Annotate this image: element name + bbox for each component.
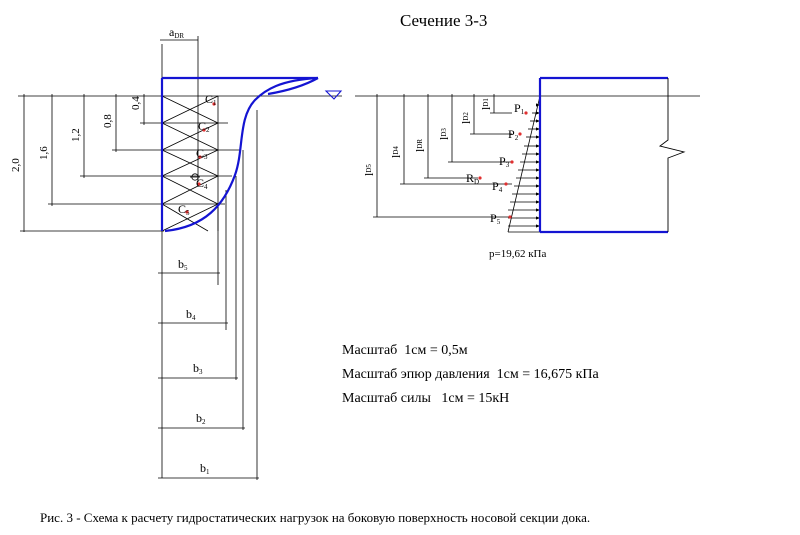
centroid-label-c1: C1 xyxy=(205,92,217,107)
centroid-label-c4: C4 xyxy=(196,176,208,191)
centroid-marks xyxy=(185,102,216,214)
hull-outline-left xyxy=(160,76,319,233)
scale-note-force: Масштаб силы 1см = 15кН xyxy=(342,391,510,406)
height-label-1-2: 1,2 xyxy=(70,128,82,142)
pressure-label: p=19,62 кПа xyxy=(489,248,546,260)
scale-note-pressure: Масштаб эпюр давления 1см = 16,675 кПа xyxy=(342,367,599,382)
lever-label-ld4: lD4 xyxy=(389,146,403,158)
force-label-p3: P3 xyxy=(499,154,510,169)
width-label-b4: b4 xyxy=(186,307,196,322)
figure-caption: Рис. 3 - Схема к расчету гидростатически… xyxy=(40,510,591,525)
a-dr-label: aDR xyxy=(169,25,184,40)
lever-label-ld3: lD3 xyxy=(437,128,451,140)
height-label-0-8: 0,8 xyxy=(102,114,114,128)
force-marks xyxy=(478,111,528,219)
lever-label-ld5: lD5 xyxy=(362,164,376,176)
width-label-b3: b3 xyxy=(193,361,203,376)
height-label-2-0: 2,0 xyxy=(10,158,22,172)
centroid-label-c3: C3 xyxy=(196,146,208,161)
lever-label-ld1: lD1 xyxy=(479,98,493,110)
centroid-label-c5: C5 xyxy=(178,202,190,217)
force-label-p1: P1 xyxy=(514,101,525,116)
height-label-0-4: 0,4 xyxy=(130,96,142,110)
scale-note-length: Масштаб 1см = 0,5м xyxy=(342,343,468,358)
width-label-b2: b2 xyxy=(196,411,206,426)
lever-label-ld2: lD2 xyxy=(459,112,473,124)
waterline-marker-icon xyxy=(324,90,343,100)
height-label-1-6: 1,6 xyxy=(38,146,50,160)
force-label-p4: P4 xyxy=(492,179,503,194)
width-label-b1: b1 xyxy=(200,461,210,476)
force-label-p5: P5 xyxy=(490,211,501,226)
width-label-b5: b5 xyxy=(178,257,188,272)
force-label-rd: RD xyxy=(466,171,479,186)
break-line xyxy=(658,78,686,232)
centroid-label-c2: C2 xyxy=(198,119,210,134)
force-label-p2: P2 xyxy=(508,127,519,142)
left-section xyxy=(18,36,342,480)
section-title: Сечение 3-3 xyxy=(400,11,487,30)
hull-outline-right xyxy=(538,76,668,234)
lever-label-ldr: lDR xyxy=(413,139,427,152)
pressure-arrows xyxy=(508,103,540,228)
right-section xyxy=(355,94,700,233)
